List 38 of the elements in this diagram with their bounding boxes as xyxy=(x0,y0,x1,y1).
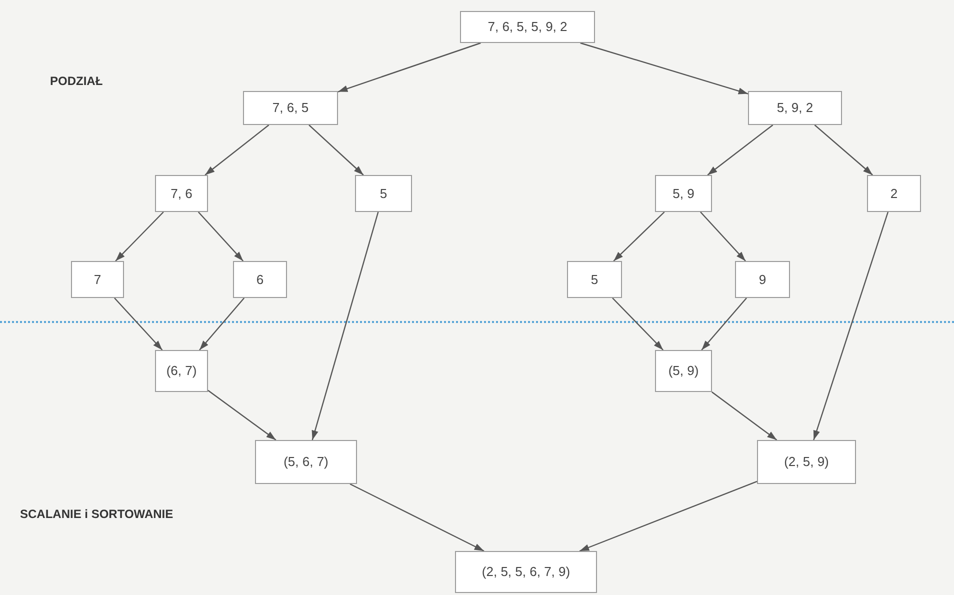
arrow xyxy=(199,298,245,350)
arrow xyxy=(701,298,747,350)
arrow xyxy=(813,212,889,440)
node-box: 5, 9 xyxy=(655,175,712,212)
arrow xyxy=(579,480,758,552)
node-box: 9 xyxy=(735,261,790,298)
arrow xyxy=(613,212,665,262)
arrow xyxy=(700,212,746,262)
arrow xyxy=(115,212,164,262)
arrow xyxy=(208,390,276,440)
node-box: 2 xyxy=(867,175,921,212)
arrow xyxy=(312,212,379,440)
arrow xyxy=(612,298,664,350)
arrow xyxy=(350,483,484,552)
arrow xyxy=(308,124,364,176)
node-box: (5, 9) xyxy=(655,350,712,392)
node-box: (2, 5, 5, 6, 7, 9) xyxy=(455,551,597,593)
arrow xyxy=(114,298,163,350)
arrow xyxy=(707,124,774,176)
node-box: 5 xyxy=(567,261,622,298)
node-box: (6, 7) xyxy=(155,350,208,392)
node-box: 6 xyxy=(233,261,287,298)
arrow xyxy=(338,42,481,92)
section-label: PODZIAŁ xyxy=(50,73,103,90)
node-box: 5 xyxy=(355,175,412,212)
node-box: (2, 5, 9) xyxy=(757,440,856,484)
node-box: 7, 6 xyxy=(155,175,208,212)
node-box: 7, 6, 5, 5, 9, 2 xyxy=(460,11,595,43)
arrow xyxy=(204,124,270,176)
node-box: 5, 9, 2 xyxy=(748,91,842,125)
node-box: 7 xyxy=(71,261,124,298)
arrow xyxy=(712,392,778,440)
arrow xyxy=(198,212,244,262)
node-box: (5, 6, 7) xyxy=(255,440,357,484)
arrow xyxy=(814,124,873,176)
section-label: SCALANIE i SORTOWANIE xyxy=(20,506,174,523)
node-box: 7, 6, 5 xyxy=(243,91,338,125)
arrow xyxy=(580,42,748,94)
